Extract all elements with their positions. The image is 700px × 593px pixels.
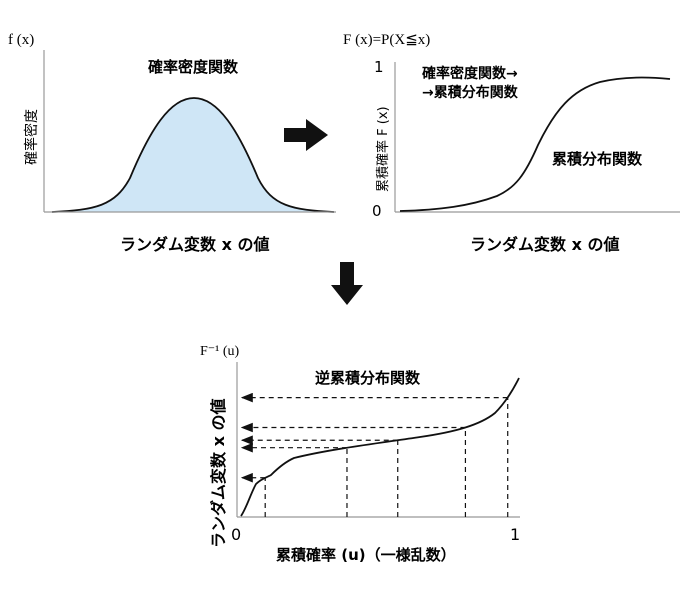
pdf-y-axis-symbol: f (x): [8, 32, 34, 48]
pdf-y-axis-label: 確率密度: [23, 109, 40, 165]
inverse-tick-left: 0: [231, 525, 241, 544]
inverse-curve-label: 逆累積分布関数: [315, 369, 421, 387]
inverse-tick-right: 1: [510, 525, 520, 544]
cdf-tick-top: 1: [374, 58, 384, 76]
cdf-panel: F (x)=P(X≦x) 累積確率 F (x) 1 0 確率密度関数→ →累積分…: [343, 32, 680, 254]
pdf-x-axis-label: ランダム変数 x の値: [120, 235, 269, 254]
arrow-right-icon: [284, 119, 328, 151]
sample-projection-lines: [240, 392, 509, 517]
cdf-x-axis-label: ランダム変数 x の値: [470, 235, 619, 254]
pdf-curve: [51, 97, 335, 213]
cdf-curve: [399, 76, 671, 212]
arrow-down-icon: [331, 262, 363, 305]
inverse-panel: F⁻¹ (u) ランダム変数 x の値 逆累積分布関数 0 1 累積確率 (u)…: [200, 344, 520, 564]
cdf-y-axis-symbol: F (x)=P(X≦x): [343, 32, 430, 48]
cdf-tick-bottom: 0: [372, 202, 382, 220]
pdf-fill: [52, 98, 334, 212]
cdf-transform-label-line1: 確率密度関数→: [422, 65, 518, 82]
inverse-x-axis-label: 累積確率 (u)（一様乱数）: [276, 546, 456, 564]
inverse-y-axis-label: ランダム変数 x の値: [209, 399, 228, 548]
cdf-curve-label: 累積分布関数: [552, 150, 643, 168]
pdf-panel: f (x) 確率密度 確率密度関数 ランダム変数 x の値: [8, 32, 336, 254]
inverse-y-axis-symbol: F⁻¹ (u): [200, 344, 240, 359]
inverse-cdf-curve: [240, 377, 520, 517]
cdf-y-axis-label: 累積確率 F (x): [375, 106, 391, 192]
pdf-curve-label: 確率密度関数: [147, 58, 239, 76]
cdf-transform-label-line2: →累積分布関数: [422, 84, 519, 101]
